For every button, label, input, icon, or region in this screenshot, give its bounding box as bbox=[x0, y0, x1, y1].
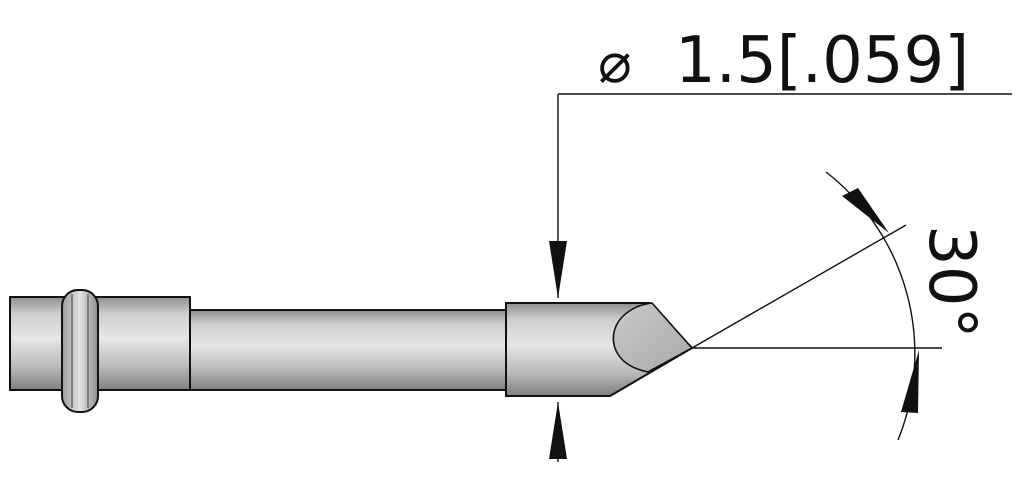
tip-shank-left bbox=[9, 296, 191, 391]
angle-dimension bbox=[691, 171, 942, 441]
tip-bevel-face bbox=[612, 302, 694, 373]
tip-collar-ring bbox=[61, 289, 99, 413]
diameter-label: ⌀ 1.5[.059] bbox=[598, 24, 969, 98]
angle-value: 30° bbox=[914, 225, 988, 338]
dimension-arrow-down bbox=[549, 241, 567, 298]
dimension-arrow-up bbox=[549, 402, 567, 459]
tip-stem bbox=[189, 309, 507, 391]
diameter-dimension bbox=[549, 93, 1012, 462]
angle-arrow-bottom bbox=[901, 350, 919, 413]
angle-arrow-top bbox=[842, 188, 889, 233]
diameter-symbol: ⌀ bbox=[598, 31, 632, 96]
soldering-tip bbox=[9, 289, 694, 413]
diameter-value: 1.5[.059] bbox=[675, 24, 969, 98]
